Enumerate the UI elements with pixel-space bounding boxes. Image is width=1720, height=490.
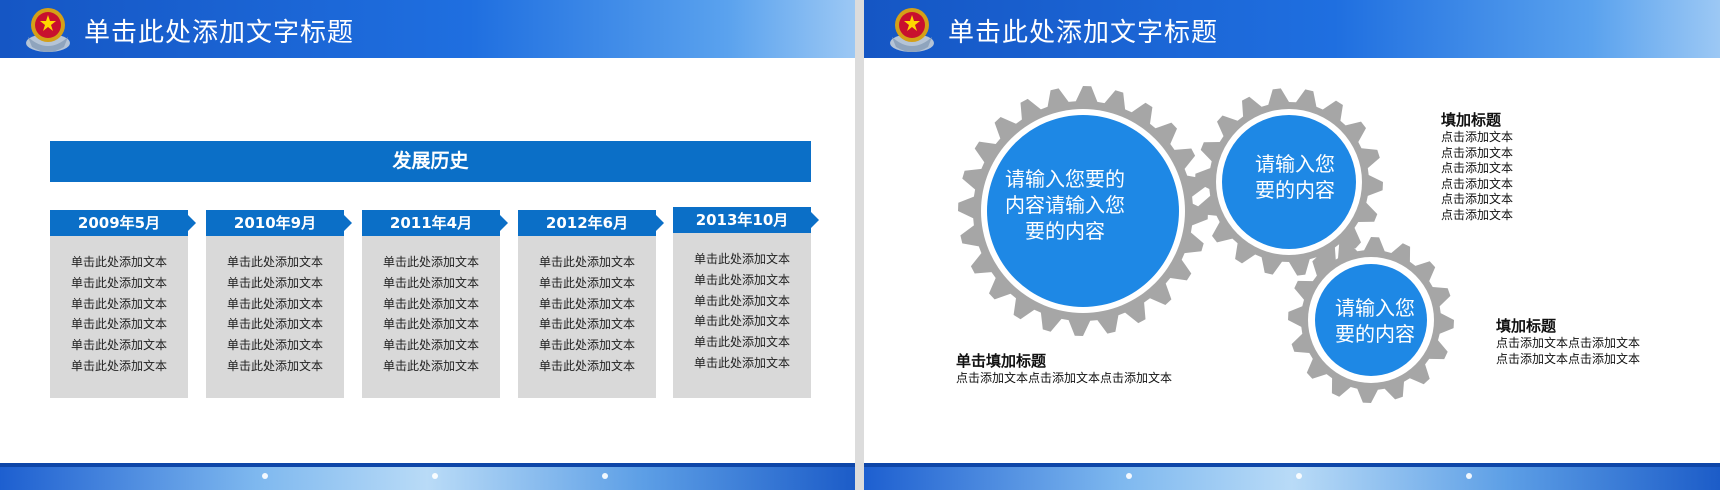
timeline-date: 2012年6月 bbox=[518, 210, 664, 236]
gear-text: 请输入您 要的内容 bbox=[1325, 295, 1425, 347]
timeline-line: 单击此处添加文本 bbox=[226, 358, 323, 373]
label-line: 点击添加文本点击添加文本 bbox=[1496, 336, 1641, 350]
label-line: 点击添加文本 bbox=[1441, 145, 1514, 160]
label-line: 点击添加文本 bbox=[1441, 161, 1514, 175]
timeline-line: 单击此处添加文本 bbox=[226, 296, 323, 311]
timeline-date: 2010年9月 bbox=[206, 210, 352, 236]
timeline-date: 2009年5月 bbox=[50, 210, 196, 236]
label-line: 点击添加文本 bbox=[1441, 207, 1514, 222]
label-heading: 填加标题 bbox=[1496, 317, 1557, 335]
timeline-line: 单击此处添加文本 bbox=[226, 275, 323, 290]
gear-text: 请输入您 要的内容 bbox=[1240, 151, 1350, 203]
timeline-line: 单击此处添加文本 bbox=[538, 296, 635, 311]
label-line: 点击添加文本 bbox=[1441, 192, 1514, 206]
timeline-column: 2013年10月 单击此处添加文本 单击此处添加文本 单击此处添加文本 单击此处… bbox=[673, 207, 819, 398]
timeline-line: 单击此处添加文本 bbox=[693, 355, 790, 370]
gear-text-line: 内容请输入您 bbox=[1005, 193, 1125, 217]
label-block: 单击填加标题 点击添加文本点击添加文本点击添加文本 bbox=[956, 352, 1172, 387]
slide-left: 单击此处添加文字标题 发展历史 2009年5月 单击此处添加文本 单击此处添加文… bbox=[0, 0, 855, 490]
slide-footer bbox=[0, 463, 855, 490]
timeline-text: 单击此处添加文本 单击此处添加文本 单击此处添加文本 单击此处添加文本 单击此处… bbox=[50, 236, 188, 398]
gear-text-line: 请输入您 bbox=[1255, 152, 1335, 176]
timeline-column: 2012年6月 单击此处添加文本 单击此处添加文本 单击此处添加文本 单击此处添… bbox=[518, 210, 664, 398]
timeline-line: 单击此处添加文本 bbox=[382, 255, 479, 269]
timeline-line: 单击此处添加文本 bbox=[70, 338, 167, 353]
timeline-column: 2009年5月 单击此处添加文本 单击此处添加文本 单击此处添加文本 单击此处添… bbox=[50, 210, 196, 398]
timeline-line: 单击此处添加文本 bbox=[382, 317, 479, 332]
timeline-line: 单击此处添加文本 bbox=[226, 255, 323, 269]
timeline-line: 单击此处添加文本 bbox=[70, 358, 167, 373]
timeline-line: 单击此处添加文本 bbox=[693, 272, 790, 287]
gear-text-line: 要的内容 bbox=[1025, 219, 1105, 243]
slide-footer bbox=[864, 463, 1720, 490]
timeline-date: 2011年4月 bbox=[362, 210, 508, 236]
national-emblem-icon bbox=[26, 8, 70, 52]
timeline-column: 2011年4月 单击此处添加文本 单击此处添加文本 单击此处添加文本 单击此处添… bbox=[362, 210, 508, 398]
label-line: 点击添加文本 bbox=[1441, 130, 1514, 144]
gear-icon bbox=[1288, 237, 1454, 403]
gear-text-line: 要的内容 bbox=[1335, 322, 1415, 346]
gear-icon bbox=[958, 86, 1208, 336]
section-title: 发展历史 bbox=[50, 141, 811, 182]
page-title: 单击此处添加文字标题 bbox=[948, 18, 1219, 48]
timeline-line: 单击此处添加文本 bbox=[693, 314, 790, 329]
slide-right: 单击此处添加文字标题 请输入您要的 内容请输入您 要的内容 请输入您 要的内容 … bbox=[864, 0, 1720, 490]
timeline-line: 单击此处添加文本 bbox=[538, 338, 635, 353]
timeline-date: 2013年10月 bbox=[673, 207, 819, 233]
timeline-line: 单击此处添加文本 bbox=[226, 317, 323, 332]
label-heading: 填加标题 bbox=[1441, 111, 1502, 129]
label-line: 点击添加文本 bbox=[1441, 176, 1514, 191]
gear-text-line: 请输入您要的 bbox=[1005, 167, 1125, 191]
timeline-line: 单击此处添加文本 bbox=[70, 317, 167, 332]
timeline-line: 单击此处添加文本 bbox=[382, 275, 479, 290]
timeline-line: 单击此处添加文本 bbox=[70, 296, 167, 311]
label-heading: 单击填加标题 bbox=[956, 352, 1047, 370]
timeline-text: 单击此处添加文本 单击此处添加文本 单击此处添加文本 单击此处添加文本 单击此处… bbox=[362, 236, 500, 398]
timeline-line: 单击此处添加文本 bbox=[382, 358, 479, 373]
slide-header: 单击此处添加文字标题 bbox=[864, 0, 1720, 58]
gear-text: 请输入您要的 内容请输入您 要的内容 bbox=[990, 166, 1140, 244]
timeline-line: 单击此处添加文本 bbox=[70, 275, 167, 290]
page-title: 单击此处添加文字标题 bbox=[84, 18, 355, 48]
national-emblem-icon bbox=[890, 8, 934, 52]
timeline-text: 单击此处添加文本 单击此处添加文本 单击此处添加文本 单击此处添加文本 单击此处… bbox=[673, 233, 811, 398]
gear-icon bbox=[1195, 88, 1383, 276]
timeline-line: 单击此处添加文本 bbox=[693, 293, 790, 308]
timeline-line: 单击此处添加文本 bbox=[70, 255, 167, 269]
timeline-line: 单击此处添加文本 bbox=[382, 338, 479, 353]
slide-header: 单击此处添加文字标题 bbox=[0, 0, 855, 58]
label-line: 点击添加文本点击添加文本 bbox=[1496, 351, 1641, 366]
gear-text-line: 要的内容 bbox=[1255, 178, 1335, 202]
label-block: 填加标题 点击添加文本 点击添加文本 点击添加文本 点击添加文本 点击添加文本 … bbox=[1441, 111, 1513, 223]
gear-text-line: 请输入您 bbox=[1335, 296, 1415, 320]
timeline-line: 单击此处添加文本 bbox=[226, 338, 323, 353]
timeline-text: 单击此处添加文本 单击此处添加文本 单击此处添加文本 单击此处添加文本 单击此处… bbox=[206, 236, 344, 398]
label-line: 点击添加文本点击添加文本点击添加文本 bbox=[956, 371, 1173, 385]
timeline-line: 单击此处添加文本 bbox=[538, 275, 635, 290]
timeline-line: 单击此处添加文本 bbox=[538, 317, 635, 332]
timeline-text: 单击此处添加文本 单击此处添加文本 单击此处添加文本 单击此处添加文本 单击此处… bbox=[518, 236, 656, 398]
timeline-line: 单击此处添加文本 bbox=[382, 296, 479, 311]
label-block: 填加标题 点击添加文本点击添加文本 点击添加文本点击添加文本 bbox=[1496, 317, 1640, 367]
timeline-column: 2010年9月 单击此处添加文本 单击此处添加文本 单击此处添加文本 单击此处添… bbox=[206, 210, 352, 398]
gear-diagram bbox=[958, 86, 1454, 403]
timeline-line: 单击此处添加文本 bbox=[538, 358, 635, 373]
timeline-line: 单击此处添加文本 bbox=[693, 252, 790, 266]
timeline-line: 单击此处添加文本 bbox=[693, 335, 790, 350]
timeline-line: 单击此处添加文本 bbox=[538, 255, 635, 269]
